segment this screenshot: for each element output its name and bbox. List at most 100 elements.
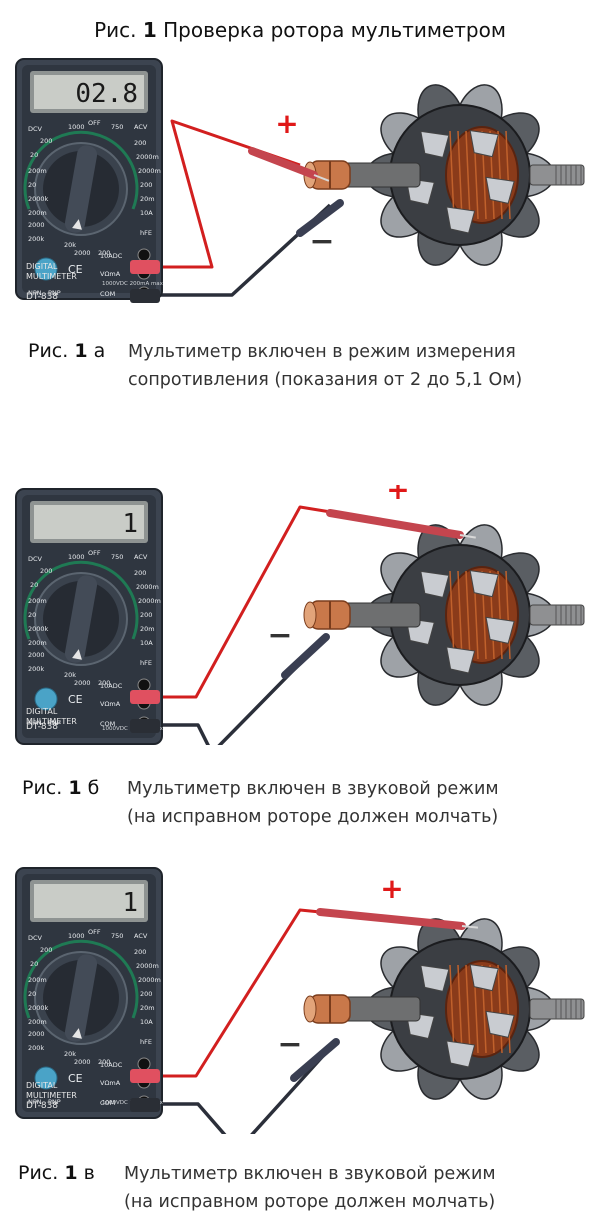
fig-b-meter-label: 10A (140, 639, 153, 647)
fig-c-leads: +− (150, 872, 479, 1134)
fig-b-claw (469, 570, 499, 598)
fig-a-meter-label: hFE (140, 229, 152, 237)
fig-c-meter-label: 200k (28, 1044, 44, 1052)
fig-b-black-plug (130, 719, 160, 733)
fig-c-meter-label: PNP (48, 1098, 61, 1106)
fig-b-port-label: 10ADC (100, 682, 123, 690)
fig-a-lcd-reading: 02.8 (75, 79, 138, 109)
fig-a-port-label: VΩmA (100, 270, 121, 278)
fig-b-meter-label: 2000m (136, 583, 159, 591)
fig-b-black-probe (281, 633, 330, 679)
fig-b-meter-label: DCV (28, 555, 43, 563)
caption-1c-line2: (на исправном роторе должен молчать) (124, 1192, 496, 1212)
fig-a-red-wire (150, 119, 301, 269)
fig-a-minus-sign: − (309, 224, 334, 259)
fig-b-rotor (303, 524, 585, 706)
fig-b-brand: MULTIMETER (26, 717, 77, 726)
fig-b-meter-label: OFF (88, 549, 101, 557)
fig-b-meter-label: 200m (28, 597, 47, 605)
fig-c-meter-label: 200m (28, 1018, 47, 1026)
fig-c-plus-sign: + (380, 872, 403, 905)
fig-b-black-wire (150, 641, 322, 745)
fig-c-black-plug (130, 1098, 160, 1112)
fig-b-meter-label: 750 (111, 553, 123, 561)
fig-a-meter-label: 1000 (68, 123, 85, 131)
fig-c-port (137, 1057, 151, 1071)
fig-b-lcd-reading: 1 (122, 509, 138, 539)
caption-1a-line1: Мультиметр включен в режим измерения (128, 342, 516, 362)
caption-1b-line1: Мультиметр включен в звуковой режим (127, 779, 499, 799)
fig-c-meter-label: 1000 (68, 932, 85, 940)
fig-c-red-plug (130, 1069, 160, 1083)
fig-c-meter-label: 2000 (74, 1058, 91, 1066)
fig-a-port (137, 248, 151, 262)
fig-c-meter-label: 200 (98, 1058, 110, 1066)
fig-c-lcd (34, 884, 144, 918)
fig-c-meter-label: ACV (134, 932, 148, 940)
fig-a-meter-label: 10A (140, 209, 153, 217)
fig-b-brand: DIGITAL (26, 707, 58, 716)
fig-a-meter-label: PNP (48, 289, 61, 297)
fig-c-port-label: COM (100, 1099, 115, 1107)
fig-a-red-probe-tip (313, 174, 330, 182)
fig-a-port-label: COM (100, 290, 115, 298)
fig-b-plus-sign: + (386, 485, 409, 506)
fig-a-meter-label: 200 (98, 249, 110, 257)
fig-b-red-probe (326, 509, 464, 539)
fig-a-meter-label: 2000m (138, 167, 161, 175)
fig-a-meter-label: CE (68, 263, 83, 276)
fig-a-meter-label: 20m (140, 195, 155, 203)
fig-c-meter-label: 200m (28, 976, 47, 984)
fig-a-black-wire (150, 203, 332, 297)
fig-c-black-wire (150, 1044, 334, 1134)
fig-c-meter-label: 10A (140, 1018, 153, 1026)
fig-a-leads: +− (150, 107, 344, 297)
fig-c-port-label: 10ADC (100, 1061, 123, 1069)
fig-a-claw (420, 130, 450, 158)
fig-b-meter-label: NPN (28, 719, 42, 727)
fig-b-claw (485, 616, 515, 645)
fig-b-meter-label: 20m (140, 625, 155, 633)
fig-a-claw (445, 206, 476, 234)
fig-b-meter-label: 200 (98, 679, 110, 687)
fig-a-hfe-socket (34, 257, 58, 281)
fig-b-minus-sign: − (267, 618, 292, 653)
fig-c-meter-label: DCV (28, 934, 43, 942)
fig-b-claw (420, 570, 450, 598)
fig-c-meter-label: OFF (88, 928, 101, 936)
fig-a-meter-label: 20 (30, 151, 38, 159)
fig-a-meter-label: 200 (40, 137, 52, 145)
fig-b-red-probe-tip (459, 534, 476, 539)
fig-a-brand: MULTIMETER (26, 272, 77, 281)
fig-b-model: DT-838 (26, 722, 58, 732)
fig-c-meter-label: 200 (140, 990, 152, 998)
fig-c-meter-label: 750 (111, 932, 123, 940)
fig-a-model: DT-838 (26, 292, 58, 302)
fig-c-brand: MULTIMETER (26, 1091, 77, 1100)
fig-c-model: DT-838 (26, 1101, 58, 1111)
fig-a-meter-label: 200m (28, 167, 47, 175)
fig-c-claw (445, 1040, 476, 1068)
fig-a-meter-label: 200 (134, 139, 146, 147)
fig-b-meter-label: 200m (28, 639, 47, 647)
fig-a-black-probe (296, 199, 344, 237)
fig-b-meter-label: hFE (140, 659, 152, 667)
fig-a-meter-label: 200k (28, 235, 44, 243)
fig-c-meter-label: hFE (140, 1038, 152, 1046)
fig-b-dial-knob (64, 575, 98, 663)
fig-a-meter-label: NPN (28, 289, 42, 297)
fig-c-meter-label: NPN (28, 1098, 42, 1106)
fig-b-meter-label: 20k (64, 671, 76, 679)
fig-b-meter-label: 20 (30, 581, 38, 589)
fig-c-minus-sign: − (277, 1027, 302, 1062)
fig-b-port (137, 678, 151, 692)
fig-c-meter-label: 2000m (138, 976, 161, 984)
fig-b-meter-label: 200 (140, 611, 152, 619)
